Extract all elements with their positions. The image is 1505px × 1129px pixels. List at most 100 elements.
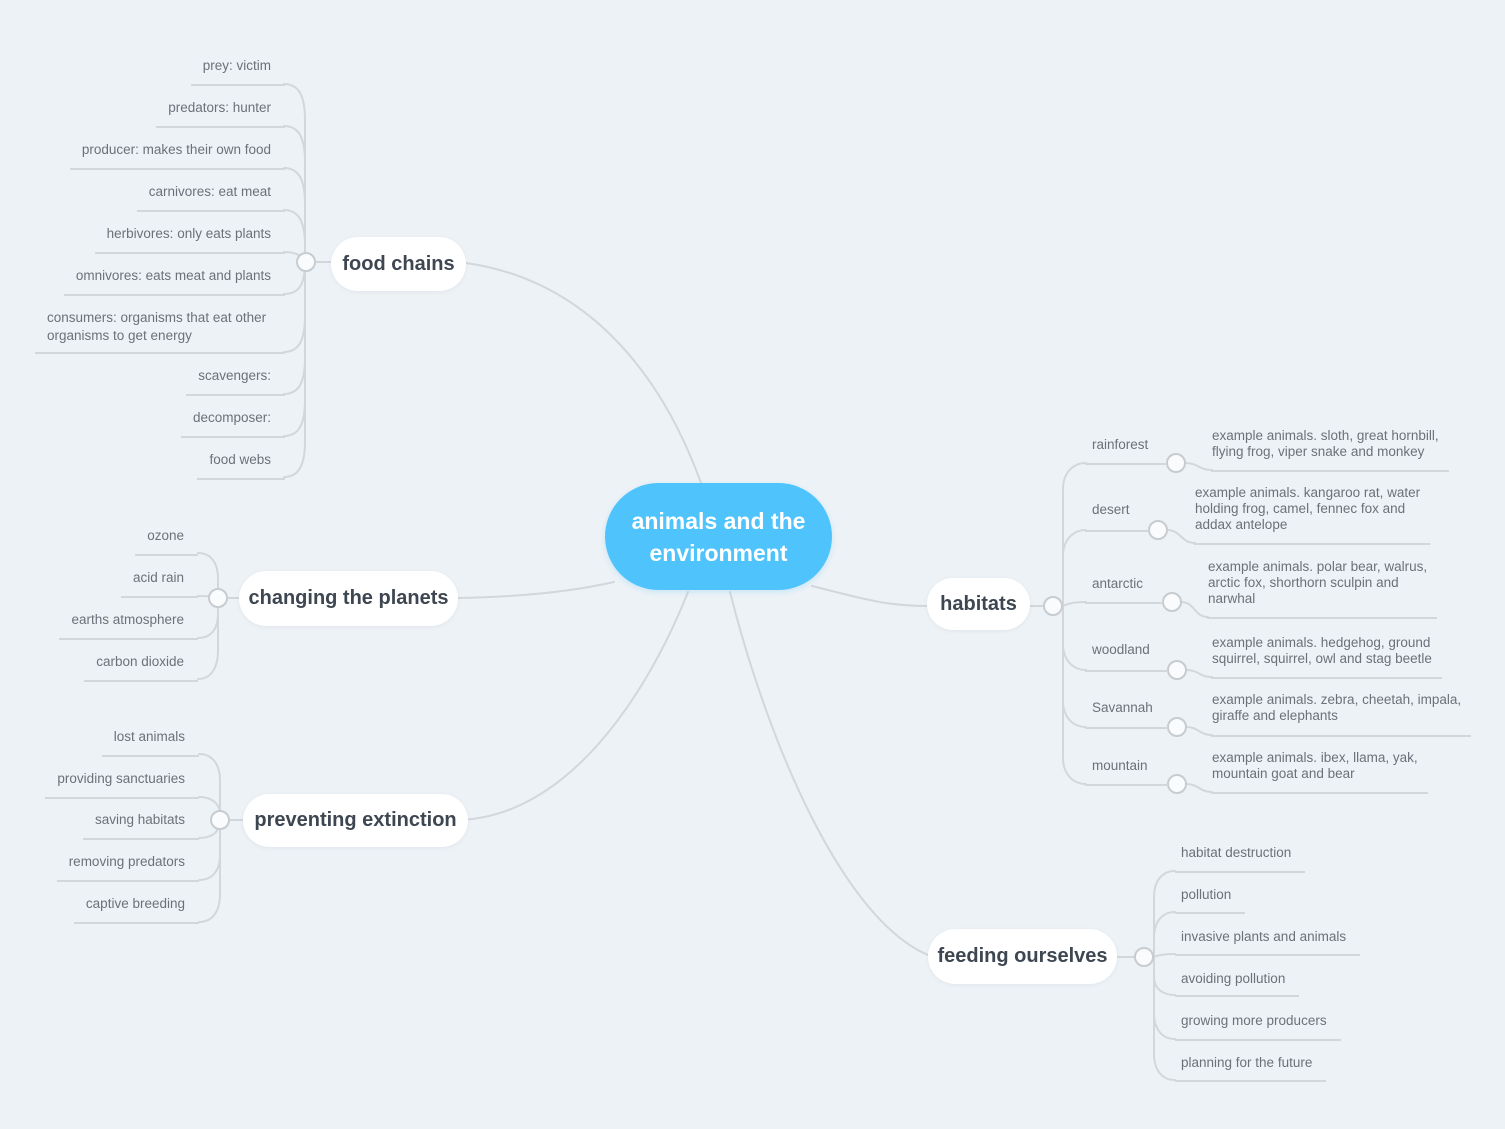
subtopic-scavengers[interactable]: scavengers: <box>186 367 285 396</box>
subtopic-lost-animals[interactable]: lost animals <box>101 728 199 757</box>
connector-line <box>197 597 219 680</box>
example-line: mountain goat and bear <box>1212 766 1355 781</box>
example-line: flying frog, viper snake and monkey <box>1212 444 1425 459</box>
junction-circle[interactable] <box>208 588 228 608</box>
topic-food-chains[interactable]: food chains <box>331 237 466 291</box>
connector-line <box>456 591 689 821</box>
subtopic-mountain[interactable]: mountain <box>1085 757 1168 786</box>
connector-line <box>465 262 702 484</box>
subtopic-earths-atmosphere[interactable]: earths atmosphere <box>59 611 198 640</box>
connector-line <box>1062 529 1087 607</box>
connector-line <box>1062 605 1087 785</box>
root-topic-label-line: environment <box>649 539 788 566</box>
junction-circle[interactable] <box>1134 947 1154 967</box>
connector-line <box>1180 601 1209 618</box>
example-line: squirrel, squirrel, owl and stag beetle <box>1212 651 1432 666</box>
subtopic-desert[interactable]: desert <box>1085 501 1149 532</box>
subtopic-consumers[interactable]: consumers: organisms that eat other orga… <box>35 309 285 354</box>
subtopic-omnivores[interactable]: omnivores: eats meat and plants <box>63 267 285 296</box>
subtopic-growing-more-producers[interactable]: growing more producers <box>1175 1012 1341 1041</box>
subtopic-antarctic[interactable]: antarctic <box>1085 575 1163 604</box>
example-animals-woodland[interactable]: example animals. hedgehog, ground squirr… <box>1211 635 1442 679</box>
connector-line <box>1184 462 1213 471</box>
junction-circle[interactable] <box>1148 520 1168 540</box>
connector-line <box>283 167 306 263</box>
topic-habitats[interactable]: habitats <box>927 578 1030 630</box>
junction-circle[interactable] <box>1167 660 1187 680</box>
subtopic-decomposer[interactable]: decomposer: <box>180 409 285 438</box>
example-animals-antarctic[interactable]: example animals. polar bear, walrus, arc… <box>1207 559 1438 619</box>
subtopic-removing-predators[interactable]: removing predators <box>56 853 199 882</box>
subtopic-woodland[interactable]: woodland <box>1085 641 1168 672</box>
subtopic-rainforest[interactable]: rainforest <box>1085 436 1167 465</box>
subtopic-carbon-dioxide[interactable]: carbon dioxide <box>84 653 198 682</box>
connector-line <box>1153 956 1176 996</box>
connector-line <box>1062 601 1087 607</box>
topic-changing-the-planets[interactable]: changing the planets <box>239 571 458 626</box>
connector-line <box>1185 669 1213 678</box>
connector-line <box>1185 783 1213 793</box>
subtopic-providing-sanctuaries[interactable]: providing sanctuaries <box>45 770 199 799</box>
subtopic-herbivores[interactable]: herbivores: only eats plants <box>94 225 285 254</box>
subtopic-habitat-destruction[interactable]: habitat destruction <box>1175 844 1306 873</box>
connector-line <box>811 585 928 607</box>
connector-line <box>1166 529 1196 544</box>
example-line: example animals. ibex, llama, yak, <box>1212 750 1418 765</box>
example-animals-savannah[interactable]: example animals. zebra, cheetah, impala,… <box>1211 692 1472 737</box>
connector-line <box>1153 870 1176 958</box>
connector-line <box>1062 605 1087 671</box>
example-line: giraffe and elephants <box>1212 708 1338 723</box>
subtopic-producer[interactable]: producer: makes their own food <box>69 141 285 170</box>
subtopic-carnivores[interactable]: carnivores: eat meat <box>136 183 285 212</box>
example-animals-rainforest[interactable]: example animals. sloth, great hornbill, … <box>1211 428 1449 472</box>
junction-circle[interactable] <box>1162 592 1182 612</box>
junction-circle[interactable] <box>1167 717 1187 737</box>
connector-line <box>283 209 306 263</box>
example-line: arctic fox, shorthorn sculpin and <box>1208 575 1399 590</box>
example-animals-mountain[interactable]: example animals. ibex, llama, yak, mount… <box>1211 750 1428 794</box>
example-line: holding frog, camel, fennec fox and <box>1195 501 1406 516</box>
connector-line <box>1153 911 1176 958</box>
subtopic-pollution[interactable]: pollution <box>1175 886 1246 914</box>
subtopic-planning-for-the-future[interactable]: planning for the future <box>1175 1054 1327 1082</box>
connector-line <box>283 125 306 263</box>
junction-circle[interactable] <box>1043 596 1063 616</box>
subtopic-savannah[interactable]: Savannah <box>1085 699 1168 729</box>
subtopic-avoiding-pollution[interactable]: avoiding pollution <box>1175 970 1300 997</box>
junction-circle[interactable] <box>296 252 316 272</box>
example-line: example animals. kangaroo rat, water <box>1195 485 1421 500</box>
connector-line <box>198 819 221 923</box>
connector-line <box>1153 956 1176 1040</box>
example-line: addax antelope <box>1195 517 1288 532</box>
example-line: narwhal <box>1208 591 1256 606</box>
junction-circle[interactable] <box>1167 774 1187 794</box>
subtopic-predators-hunter[interactable]: predators: hunter <box>156 99 285 128</box>
example-line: example animals. sloth, great hornbill, <box>1212 428 1439 443</box>
junction-circle[interactable] <box>210 810 230 830</box>
connector-line <box>1153 956 1176 1081</box>
subtopic-captive-breeding[interactable]: captive breeding <box>73 895 199 924</box>
connector-line <box>283 83 306 263</box>
topic-preventing-extinction[interactable]: preventing extinction <box>243 794 468 847</box>
connector-line <box>198 753 221 821</box>
subtopic-food-webs[interactable]: food webs <box>197 451 285 480</box>
junction-circle[interactable] <box>1166 453 1186 473</box>
connector-line <box>283 261 306 353</box>
connector-line <box>283 261 306 478</box>
subtopic-invasive-plants-and-animals[interactable]: invasive plants and animals <box>1175 928 1361 956</box>
connector-line <box>1153 953 1176 958</box>
root-topic-animals-and-the-environment[interactable]: animals and the environment <box>605 483 832 590</box>
connector-line <box>1185 726 1213 736</box>
subtopic-prey-victim[interactable]: prey: victim <box>190 57 285 86</box>
example-line: example animals. zebra, cheetah, impala, <box>1212 692 1462 707</box>
connector-line <box>1062 462 1087 607</box>
subtopic-saving-habitats[interactable]: saving habitats <box>82 811 199 840</box>
subtopic-ozone[interactable]: ozone <box>135 527 198 556</box>
connector-line <box>456 581 615 599</box>
example-animals-desert[interactable]: example animals. kangaroo rat, water hol… <box>1194 485 1431 545</box>
subtopic-acid-rain[interactable]: acid rain <box>120 569 198 598</box>
topic-feeding-ourselves[interactable]: feeding ourselves <box>928 929 1117 984</box>
subtopic-consumers-line: organisms to get energy <box>47 328 192 343</box>
